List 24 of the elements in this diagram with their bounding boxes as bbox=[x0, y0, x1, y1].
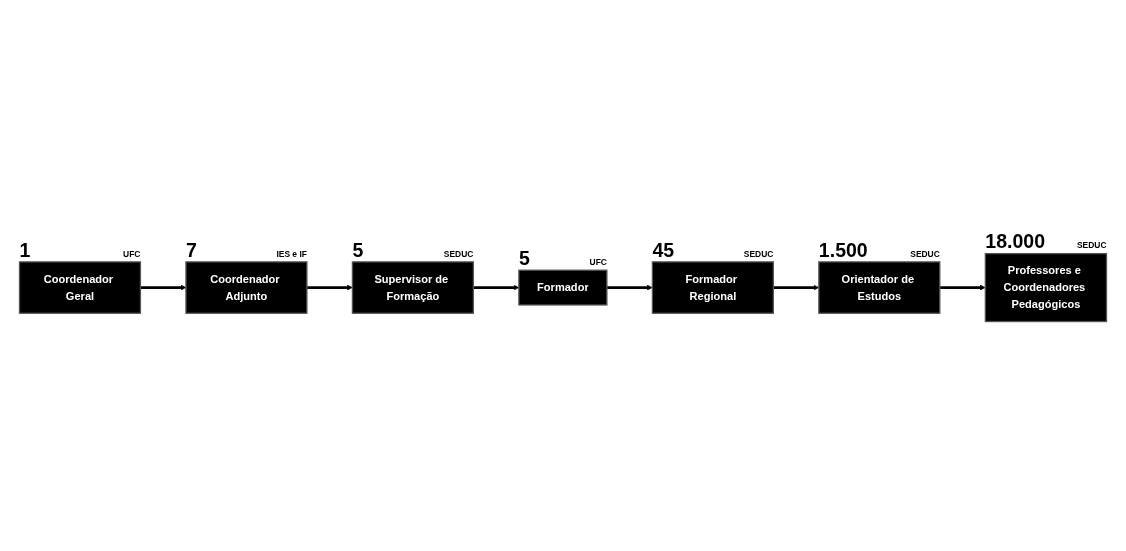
institution-label: SEDUC bbox=[1076, 239, 1107, 250]
node-box: Formador Regional bbox=[651, 260, 774, 314]
institution-label: SEDUC bbox=[443, 248, 474, 259]
institution-label: UFC bbox=[589, 256, 607, 267]
count-label: 1 bbox=[19, 238, 31, 261]
node-box: Coordenador Adjunto bbox=[185, 260, 308, 314]
node-box: Coordenador Geral bbox=[18, 260, 142, 314]
institution-label: SEDUC bbox=[743, 248, 774, 259]
arrow bbox=[606, 284, 653, 290]
node-box: Orientador de Estudos bbox=[818, 260, 941, 314]
count-label: 5 bbox=[352, 238, 364, 261]
node-box: Supervisor de Formação bbox=[351, 260, 474, 314]
count-label: 45 bbox=[652, 238, 675, 261]
arrow bbox=[306, 284, 353, 290]
arrow bbox=[939, 284, 986, 290]
institution-label: SEDUC bbox=[910, 248, 940, 259]
institution-label: IES e IF bbox=[276, 248, 307, 259]
node-box: Formador bbox=[518, 269, 608, 306]
institution-label: UFC bbox=[123, 248, 141, 259]
count-label: 18.000 bbox=[985, 229, 1045, 252]
count-label: 7 bbox=[185, 238, 197, 261]
count-label: 5 bbox=[518, 246, 530, 269]
count-label: 1.500 bbox=[818, 238, 868, 261]
node-box: Professores e Coordenadores Pedagógicos bbox=[984, 252, 1108, 322]
